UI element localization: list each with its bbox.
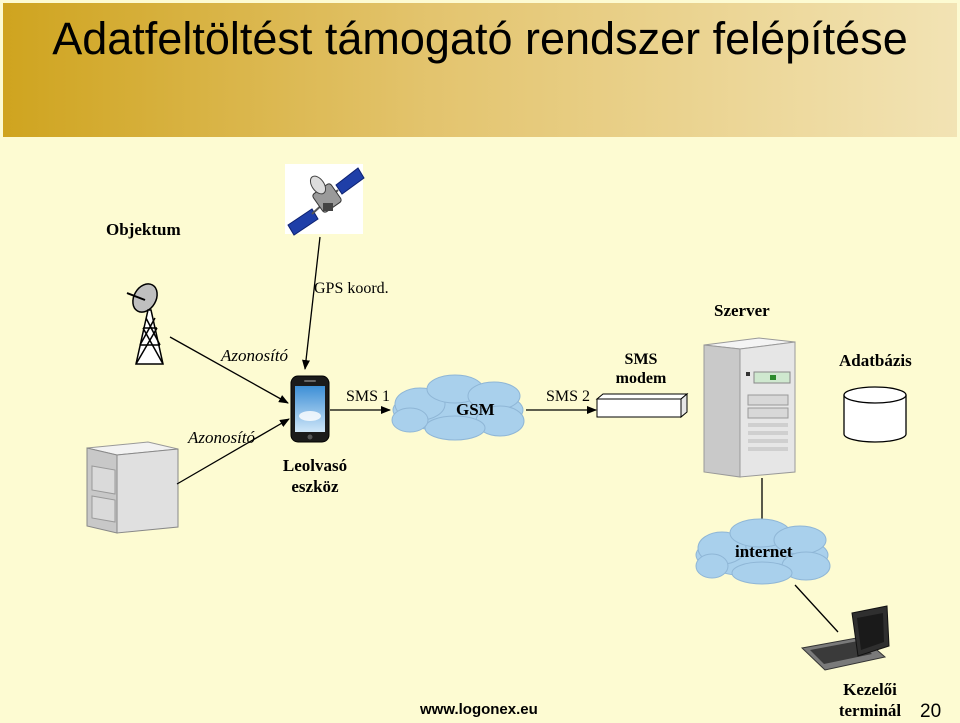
page-title: Adatfeltöltést támogató rendszer felépít… [52, 13, 908, 64]
operator-terminal-label-line2: terminál [838, 701, 902, 720]
sms-modem-label: SMS modem [606, 350, 676, 388]
sms-modem-label-line1: SMS [624, 351, 658, 368]
gps-arrow [302, 236, 321, 370]
reader-device-label: Leolvasó eszköz [272, 455, 358, 497]
identifier-label-tower: Azonosító [221, 346, 289, 365]
gsm-cloud [391, 374, 525, 441]
satellite-icon [285, 164, 365, 236]
cabinet-icon [86, 441, 179, 534]
sms1-label: SMS 1 [346, 388, 391, 405]
identifier-label-cabinet: Azonosító [188, 428, 256, 447]
page-number: 20 [920, 701, 942, 722]
tower-to-reader-arrow [169, 336, 289, 404]
title-banner [3, 3, 957, 137]
footer-url: www.logonex.eu [420, 701, 538, 718]
server-label: Szerver [714, 301, 770, 320]
server-icon [703, 337, 796, 478]
antenna-tower-icon [126, 283, 164, 365]
laptop-icon [800, 605, 890, 671]
gps-coordinates-label: GPS koord. [314, 280, 389, 297]
smartphone-icon [290, 375, 330, 443]
objektum-label: Objektum [106, 220, 181, 239]
internet-cloud [695, 518, 831, 585]
cabinet-to-reader-arrow [176, 418, 290, 485]
database-icon [843, 386, 907, 443]
sms-modem-label-line2: modem [615, 370, 667, 387]
gsm-label: GSM [456, 400, 495, 419]
operator-terminal-label-line1: Kezelői [843, 680, 897, 699]
internet-label: internet [735, 542, 793, 561]
database-label: Adatbázis [839, 351, 912, 370]
reader-device-label-line2: eszköz [291, 477, 339, 496]
internet-terminal-link [794, 584, 839, 633]
sms-modem-icon [595, 392, 689, 419]
sms2-label: SMS 2 [546, 388, 591, 405]
operator-terminal-label: Kezelői terminál [830, 679, 910, 721]
reader-device-label-line1: Leolvasó [282, 456, 348, 475]
